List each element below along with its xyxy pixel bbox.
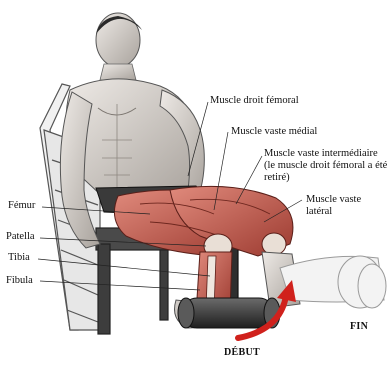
label-fibula: Fibula bbox=[6, 275, 33, 287]
label-end: FIN bbox=[350, 321, 368, 333]
extended-leg-ghost bbox=[280, 256, 386, 308]
label-vastus-lateralis: Muscle vaste latéral bbox=[306, 194, 382, 218]
label-start: DÉBUT bbox=[224, 347, 260, 359]
label-rectus-femoris: Muscle droit fémoral bbox=[210, 95, 299, 107]
label-vastus-medialis: Muscle vaste médial bbox=[231, 126, 317, 138]
label-femur: Fémur bbox=[8, 200, 35, 212]
roller-pads bbox=[178, 298, 280, 328]
label-patella: Patella bbox=[6, 231, 35, 243]
label-vastus-intermedius: Muscle vaste intermédiaire (le muscle dr… bbox=[264, 148, 388, 184]
label-tibia: Tibia bbox=[8, 252, 30, 264]
